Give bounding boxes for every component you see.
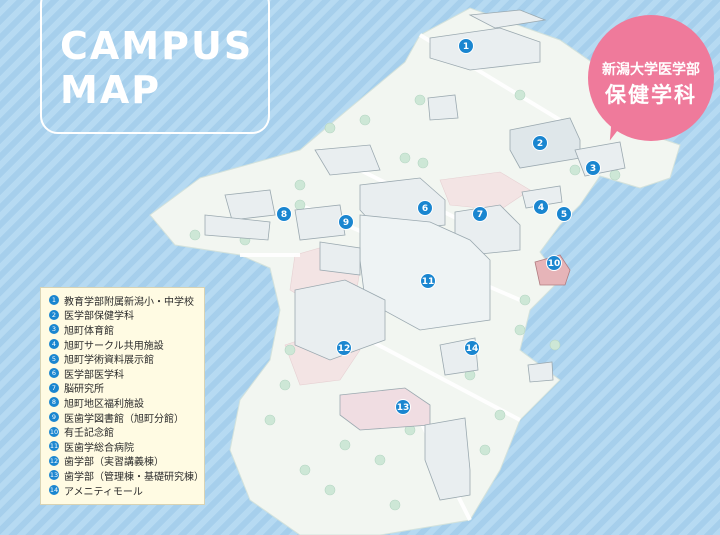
map-marker[interactable]: 13 [395, 399, 411, 415]
building-11 [359, 214, 491, 331]
building-1 [429, 27, 541, 71]
building-11b [319, 241, 361, 276]
legend-item: 12 歯学部（実習講義棟） [49, 454, 198, 469]
department-badge: 新潟大学医学部 保健学科 [588, 15, 714, 141]
building-9 [294, 204, 346, 241]
legend-item: 3 旭町体育館 [49, 322, 198, 337]
building-south [527, 361, 554, 383]
map-title-line2: MAP [60, 68, 162, 112]
badge-department: 保健学科 [605, 83, 697, 107]
legend-number-badge: 11 [49, 441, 59, 452]
legend-number-badge: 4 [49, 339, 59, 350]
legend-number-badge: 2 [49, 309, 59, 320]
legend-number-badge: 13 [49, 470, 59, 481]
building-north [427, 94, 459, 121]
map-marker[interactable]: 14 [464, 340, 480, 356]
legend-label: 旭町学術資料展示館 [64, 355, 154, 367]
legend-item: 8 旭町地区福利施設 [49, 395, 198, 410]
buildings [204, 9, 626, 501]
legend-label: 医学部医学科 [64, 369, 124, 381]
map-title-line1: CAMPUS [60, 24, 254, 68]
map-marker[interactable]: 4 [533, 199, 549, 215]
legend-item: 1 教育学部附属新潟小・中学校 [49, 293, 198, 308]
building-8b [204, 214, 271, 241]
map-marker[interactable]: 6 [417, 200, 433, 216]
legend-number-badge: 5 [49, 353, 59, 364]
legend-label: 教育学部附属新潟小・中学校 [64, 296, 194, 308]
legend-item: 5 旭町学術資料展示館 [49, 351, 198, 366]
legend-label: 医歯学総合病院 [64, 442, 134, 454]
building-4 [521, 185, 563, 209]
map-marker[interactable]: 8 [276, 206, 292, 222]
legend-number-badge: 9 [49, 412, 59, 423]
building-8 [224, 189, 276, 221]
plaza-area [439, 171, 531, 211]
title-frame [40, 0, 270, 134]
map-marker[interactable]: 1 [458, 38, 474, 54]
map-marker[interactable]: 5 [556, 206, 572, 222]
legend-item: 13 歯学部（管理棟・基礎研究棟） [49, 468, 204, 483]
legend-item: 4 旭町サークル共用施設 [49, 337, 198, 352]
legend-label: 医歯学図書館（旭町分館） [64, 413, 184, 425]
legend-label: 旭町サークル共用施設 [64, 340, 164, 352]
legend-label: 旭町地区福利施設 [64, 398, 144, 410]
legend-item: 11 医歯学総合病院 [49, 439, 198, 454]
map-marker[interactable]: 7 [472, 206, 488, 222]
legend-item: 7 脳研究所 [49, 381, 198, 396]
building-1-annex [468, 9, 547, 29]
legend-number-badge: 10 [49, 426, 59, 437]
map-marker[interactable]: 9 [338, 214, 354, 230]
legend-number-badge: 12 [49, 455, 59, 466]
legend-number-badge: 7 [49, 382, 59, 393]
badge-university: 新潟大学医学部 [602, 62, 700, 78]
legend-number-badge: 6 [49, 368, 59, 379]
building-12 [294, 279, 386, 361]
map-marker[interactable]: 2 [532, 135, 548, 151]
legend-label: アメニティモール [64, 486, 143, 498]
legend-label: 旭町体育館 [64, 325, 114, 337]
legend-number-badge: 1 [49, 295, 59, 306]
legend-label: 歯学部（実習講義棟） [64, 457, 164, 469]
legend-number-badge: 14 [49, 485, 59, 496]
legend-item: 6 医学部医学科 [49, 366, 198, 381]
legend-number-badge: 3 [49, 324, 59, 335]
legend-item: 10 有壬記念館 [49, 424, 198, 439]
legend-label: 歯学部（管理棟・基礎研究棟） [64, 471, 204, 483]
building-9b [314, 144, 381, 176]
map-marker[interactable]: 11 [420, 273, 436, 289]
legend-label: 医学部保健学科 [64, 311, 134, 323]
legend-label: 脳研究所 [64, 384, 104, 396]
legend-item: 2 医学部保健学科 [49, 308, 198, 323]
legend-label: 有壬記念館 [64, 428, 114, 440]
legend-item: 9 医歯学図書館（旭町分館） [49, 410, 198, 425]
map-marker[interactable]: 10 [546, 255, 562, 271]
map-marker[interactable]: 3 [585, 160, 601, 176]
legend-number-badge: 8 [49, 397, 59, 408]
map-marker[interactable]: 12 [336, 340, 352, 356]
building-tower [424, 417, 471, 501]
legend-item: 14 アメニティモール [49, 483, 198, 498]
